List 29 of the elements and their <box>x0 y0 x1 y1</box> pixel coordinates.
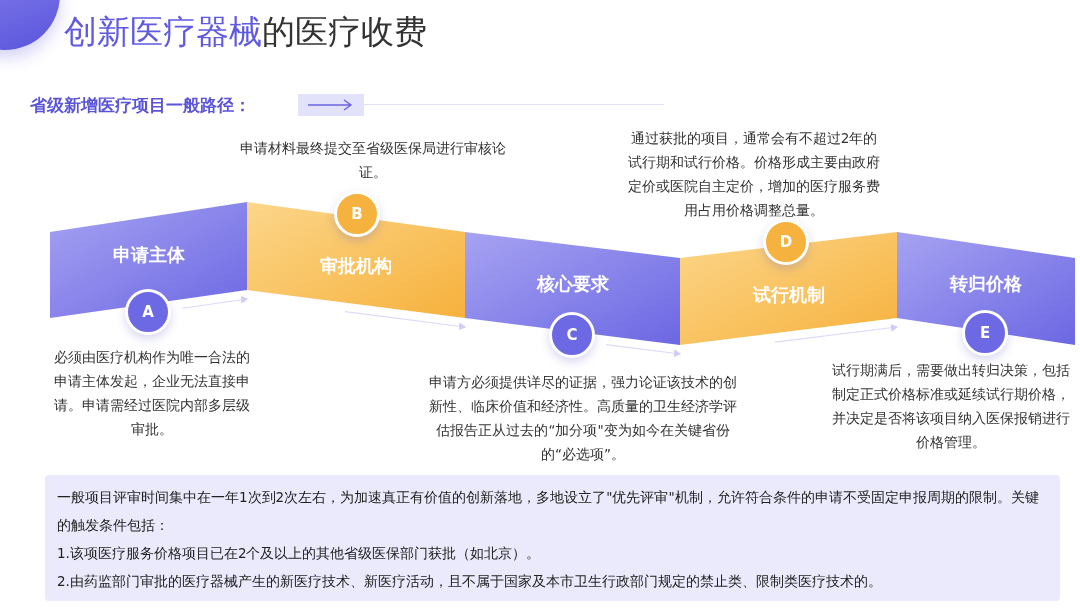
step-title: 核心要求 <box>535 271 610 296</box>
step-panel <box>897 232 1075 345</box>
step-title: 转归价格 <box>948 271 1023 296</box>
step-letter-circle: E <box>962 310 1008 356</box>
step-description: 必须由医疗机构作为唯一合法的申请主体发起，企业无法直接申请。申请需经过医院内部多层级审批。 <box>53 348 251 439</box>
arrow <box>605 344 681 358</box>
step-letter-circle: B <box>334 191 380 237</box>
arrow <box>774 323 898 343</box>
note-text: 2.由药监部门审批的医疗器械产生的新医疗技术、新医疗活动，且不属于国家及本市卫生行政部门规定的禁止类、限制类医疗技术的。 <box>57 572 883 591</box>
step-title: 试行机制 <box>751 282 826 307</box>
step-panel <box>50 202 247 318</box>
page-title: 创新医疗器械的医疗收费 <box>64 11 427 53</box>
step-panel <box>465 232 680 345</box>
step-title: 审批机构 <box>319 254 393 279</box>
step-letter-circle: C <box>549 312 595 358</box>
note-text: 一般项目评审时间集中在一年1次到2次左右，为加速真正有价值的创新落地，多地设立了"优先评审"机制，允许符合条件的申请不受固定申报周期的限制。关键的触发条件包括： <box>57 488 1040 535</box>
step-description: 申请材料最终提交至省级医保局进行审核论证。 <box>238 139 507 182</box>
step-letter-circle: D <box>763 219 809 265</box>
section-heading: 省级新增医疗项目一般路径： <box>30 94 251 117</box>
step-description: 申请方必须提供详尽的证据，强力论证该技术的创新性、临床价值和经济性。高质量的卫生经济学评估报告正从过去的“加分项"变为如今在关键省份的“必选项”。 <box>428 373 738 464</box>
step-description: 通过获批的项目，通常会有不超过2年的试行期和试行价格。价格形成主要由政府定价或医院自主定价，增加的医疗服务费用占用价格调整总量。 <box>628 129 880 220</box>
arrow <box>181 295 248 309</box>
step-panel <box>680 232 897 345</box>
step-letter-circle: A <box>125 289 171 335</box>
step-description: 试行期满后，需要做出转归决策，包括制定正式价格标准或延续试行期价格，并决定是否将该项目纳入医保报销进行价格管理。 <box>831 361 1071 452</box>
arrow <box>344 311 466 331</box>
step-title: 申请主体 <box>111 242 186 267</box>
note-text: 1.该项医疗服务价格项目已在2个及以上的其他省级医保部门获批（如北京）。 <box>57 544 542 563</box>
step-panel <box>247 202 465 318</box>
